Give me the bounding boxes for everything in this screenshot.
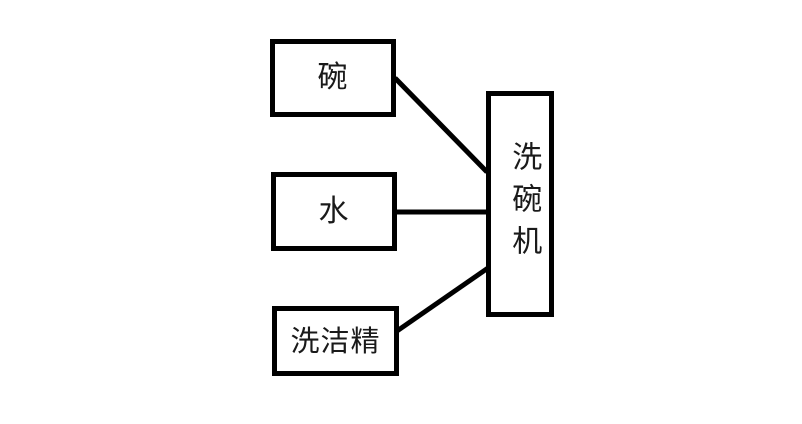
node-water[interactable]: 水 xyxy=(271,172,397,251)
node-bowl[interactable]: 碗 xyxy=(270,39,396,117)
node-water-label: 水 xyxy=(318,193,350,229)
node-dishwasher[interactable]: 洗碗机 xyxy=(486,91,554,317)
edge-soap-to-dishwasher xyxy=(395,265,490,334)
node-soap-label: 洗洁精 xyxy=(290,323,381,358)
node-soap[interactable]: 洗洁精 xyxy=(272,306,399,376)
node-bowl-label: 碗 xyxy=(317,60,349,96)
edge-bowl-to-dishwasher xyxy=(393,76,489,174)
node-dishwasher-label: 洗碗机 xyxy=(506,141,542,267)
